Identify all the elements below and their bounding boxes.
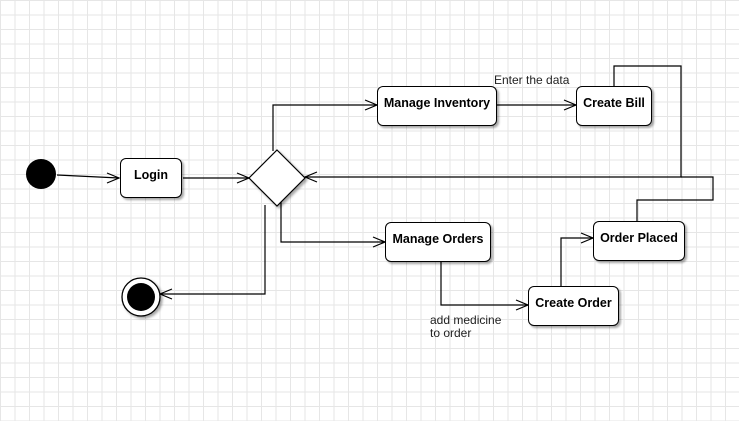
node-order-placed[interactable]: Order Placed	[593, 221, 685, 261]
decision-node	[248, 149, 306, 207]
edge-decision-to-manage-orders	[280, 200, 385, 243]
edge-start-to-login	[56, 174, 120, 179]
initial-node	[26, 159, 56, 189]
node-create-order[interactable]: Create Order	[528, 286, 619, 326]
final-node-inner	[127, 283, 155, 311]
arrowhead-icon	[106, 172, 121, 184]
node-manage-orders[interactable]: Manage Orders	[385, 222, 491, 262]
edge-create-order-to-order-placed	[560, 237, 593, 286]
edge-label-enter-the-data: Enter the data	[494, 73, 570, 87]
node-create-bill[interactable]: Create Bill	[576, 86, 652, 126]
edge-label-to-order: to order	[430, 326, 472, 340]
edge-label-add-medicine: add medicine	[430, 313, 502, 327]
arrowhead-icon	[303, 171, 318, 183]
edge-manage-orders-to-create-order	[440, 262, 528, 306]
edge-decision-to-final	[160, 205, 266, 295]
edge-order-placed-to-decision	[636, 176, 714, 221]
edge-create-bill-to-decision	[305, 65, 682, 178]
edge-decision-to-manage-inventory	[272, 104, 377, 151]
node-login[interactable]: Login	[120, 158, 182, 198]
node-manage-inventory[interactable]: Manage Inventory	[377, 86, 497, 126]
